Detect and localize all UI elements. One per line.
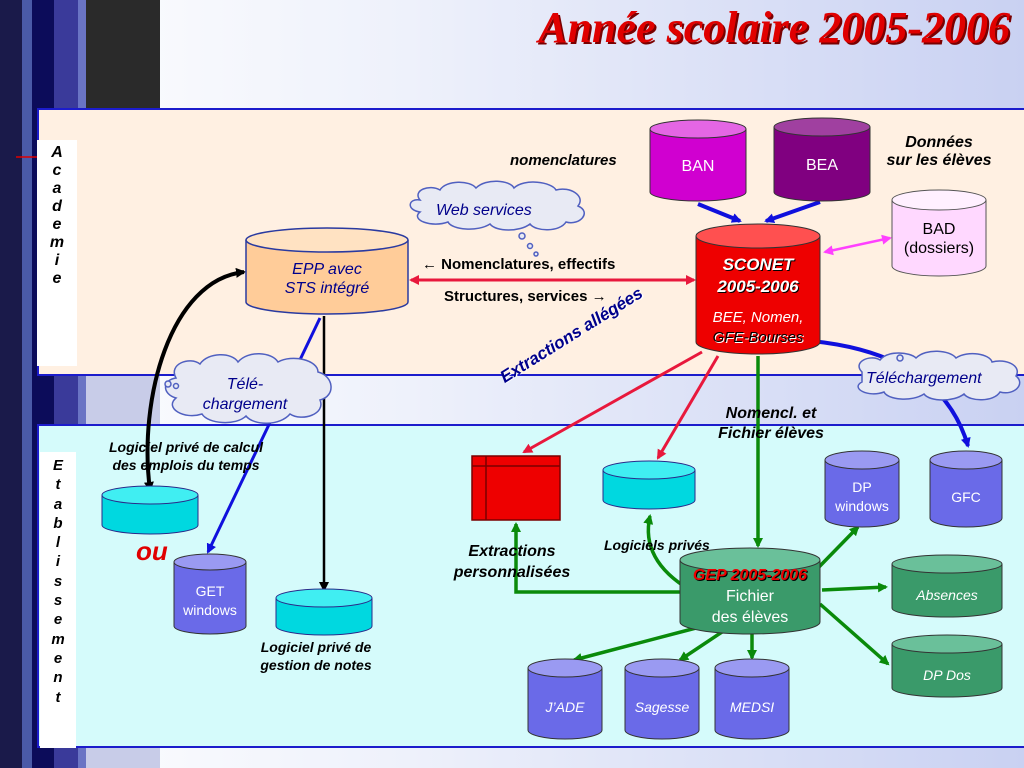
notes-line2: gestion de notes (260, 657, 372, 673)
gfc-database (929, 450, 1003, 528)
telechargement-cloud (857, 350, 1021, 401)
bad-label: BAD (dossiers) (892, 220, 986, 258)
sconet-line2: 2005-2006 (717, 277, 799, 296)
tele-line2: chargement (202, 396, 288, 413)
medsi-label: MEDSI (729, 699, 775, 715)
absences-database (891, 554, 1003, 618)
sconet-database (695, 223, 821, 355)
sconet-line4: GFE-Bourses (712, 329, 804, 346)
telechargement-label: Téléchargement (866, 370, 982, 387)
web-services-cloud (409, 180, 585, 257)
dp-windows-label: DP windows (822, 478, 902, 516)
slide-title: Année scolaire 2005-2006 (538, 3, 1010, 52)
bad-line2: (dossiers) (903, 240, 975, 257)
bad-database (891, 189, 987, 277)
ban-database (649, 119, 747, 202)
epp-line1: EPP avec (292, 261, 362, 278)
extractions-line1: Extractions (468, 543, 556, 560)
donnees-label: Données sur les élèves (864, 134, 1014, 170)
gep-database (679, 547, 821, 635)
sconet-sub-label: BEE, Nomen, GFE-Bourses (686, 308, 830, 348)
bea-database (773, 117, 871, 202)
dp-line1: DP (852, 479, 872, 495)
gep-label: GEP 2005-2006 Fichier des élèves (660, 565, 840, 628)
nomenclatures-effectifs-label: ← Nomenclatures, effectifs (422, 256, 616, 273)
gep-line2: Fichier (725, 588, 774, 605)
jade-database (527, 658, 603, 740)
get-label: GET windows (170, 582, 250, 620)
get-line1: GET (195, 583, 225, 599)
donnees-line1: Données (905, 134, 973, 151)
nomencl-fichier-label: Nomencl. et Fichier élèves (696, 404, 846, 444)
nomencl-line2: Fichier élèves (718, 425, 824, 442)
donnees-line2: sur les élèves (886, 152, 992, 169)
ou-label: ou (136, 536, 168, 566)
sconet-label: SCONET 2005-2006 (690, 254, 826, 298)
gestion-notes-label: Logiciel privé de gestion de notes (238, 638, 394, 674)
get-line2: windows (183, 602, 237, 618)
dp-dos-label: DP Dos (923, 667, 971, 683)
epp-label: EPP avec STS intégré (246, 260, 408, 298)
medsi-database (714, 658, 790, 740)
structures-services-label: Structures, services → (444, 288, 607, 305)
logiciels-prives-label: Logiciels privés (604, 537, 710, 553)
tele-chargement-label: Télé- chargement (180, 375, 310, 415)
gep-line3: des élèves (711, 609, 789, 626)
get-database (173, 553, 247, 635)
edt-database (101, 485, 199, 535)
extractions-line2: personnalisées (453, 564, 571, 581)
extractions-personnalisees-label: Extractions personnalisées (432, 541, 592, 583)
sagesse-database (624, 658, 700, 740)
dp-line2: windows (835, 498, 889, 514)
jade-label: J’ADE (545, 699, 585, 715)
nomenclatures-label: nomenclatures (510, 152, 617, 169)
gep-line1: GEP 2005-2006 (692, 567, 808, 584)
epp-database (245, 227, 409, 315)
logiciels-prives-database (602, 460, 696, 510)
logiciel-calcul-line2: des emplois du temps (112, 457, 260, 473)
sconet-line1: SCONET (722, 255, 794, 274)
bad-line1: BAD (922, 221, 956, 238)
bea-label: BEA (805, 157, 838, 174)
ban-label: BAN (681, 158, 715, 175)
dp-windows-database (824, 450, 900, 528)
nomencl-line1: Nomencl. et (725, 405, 817, 422)
gfc-label: GFC (951, 489, 981, 505)
sagesse-label: Sagesse (634, 699, 690, 715)
notes-database (275, 588, 373, 636)
web-services-label: Web services (436, 202, 532, 219)
epp-line2: STS intégré (284, 280, 370, 297)
dp-dos-database (891, 634, 1003, 698)
tele-chargement-cloud (164, 353, 332, 424)
tele-line1: Télé- (226, 376, 264, 393)
logiciel-calcul-label: Logiciel privé de calcul des emplois du … (84, 438, 288, 474)
logiciel-calcul-line1: Logiciel privé de calcul (108, 439, 264, 455)
extractions-table (471, 455, 561, 521)
sconet-line3: BEE, Nomen, (712, 309, 804, 326)
absences-label: Absences (916, 587, 978, 603)
notes-line1: Logiciel privé de (260, 639, 372, 655)
